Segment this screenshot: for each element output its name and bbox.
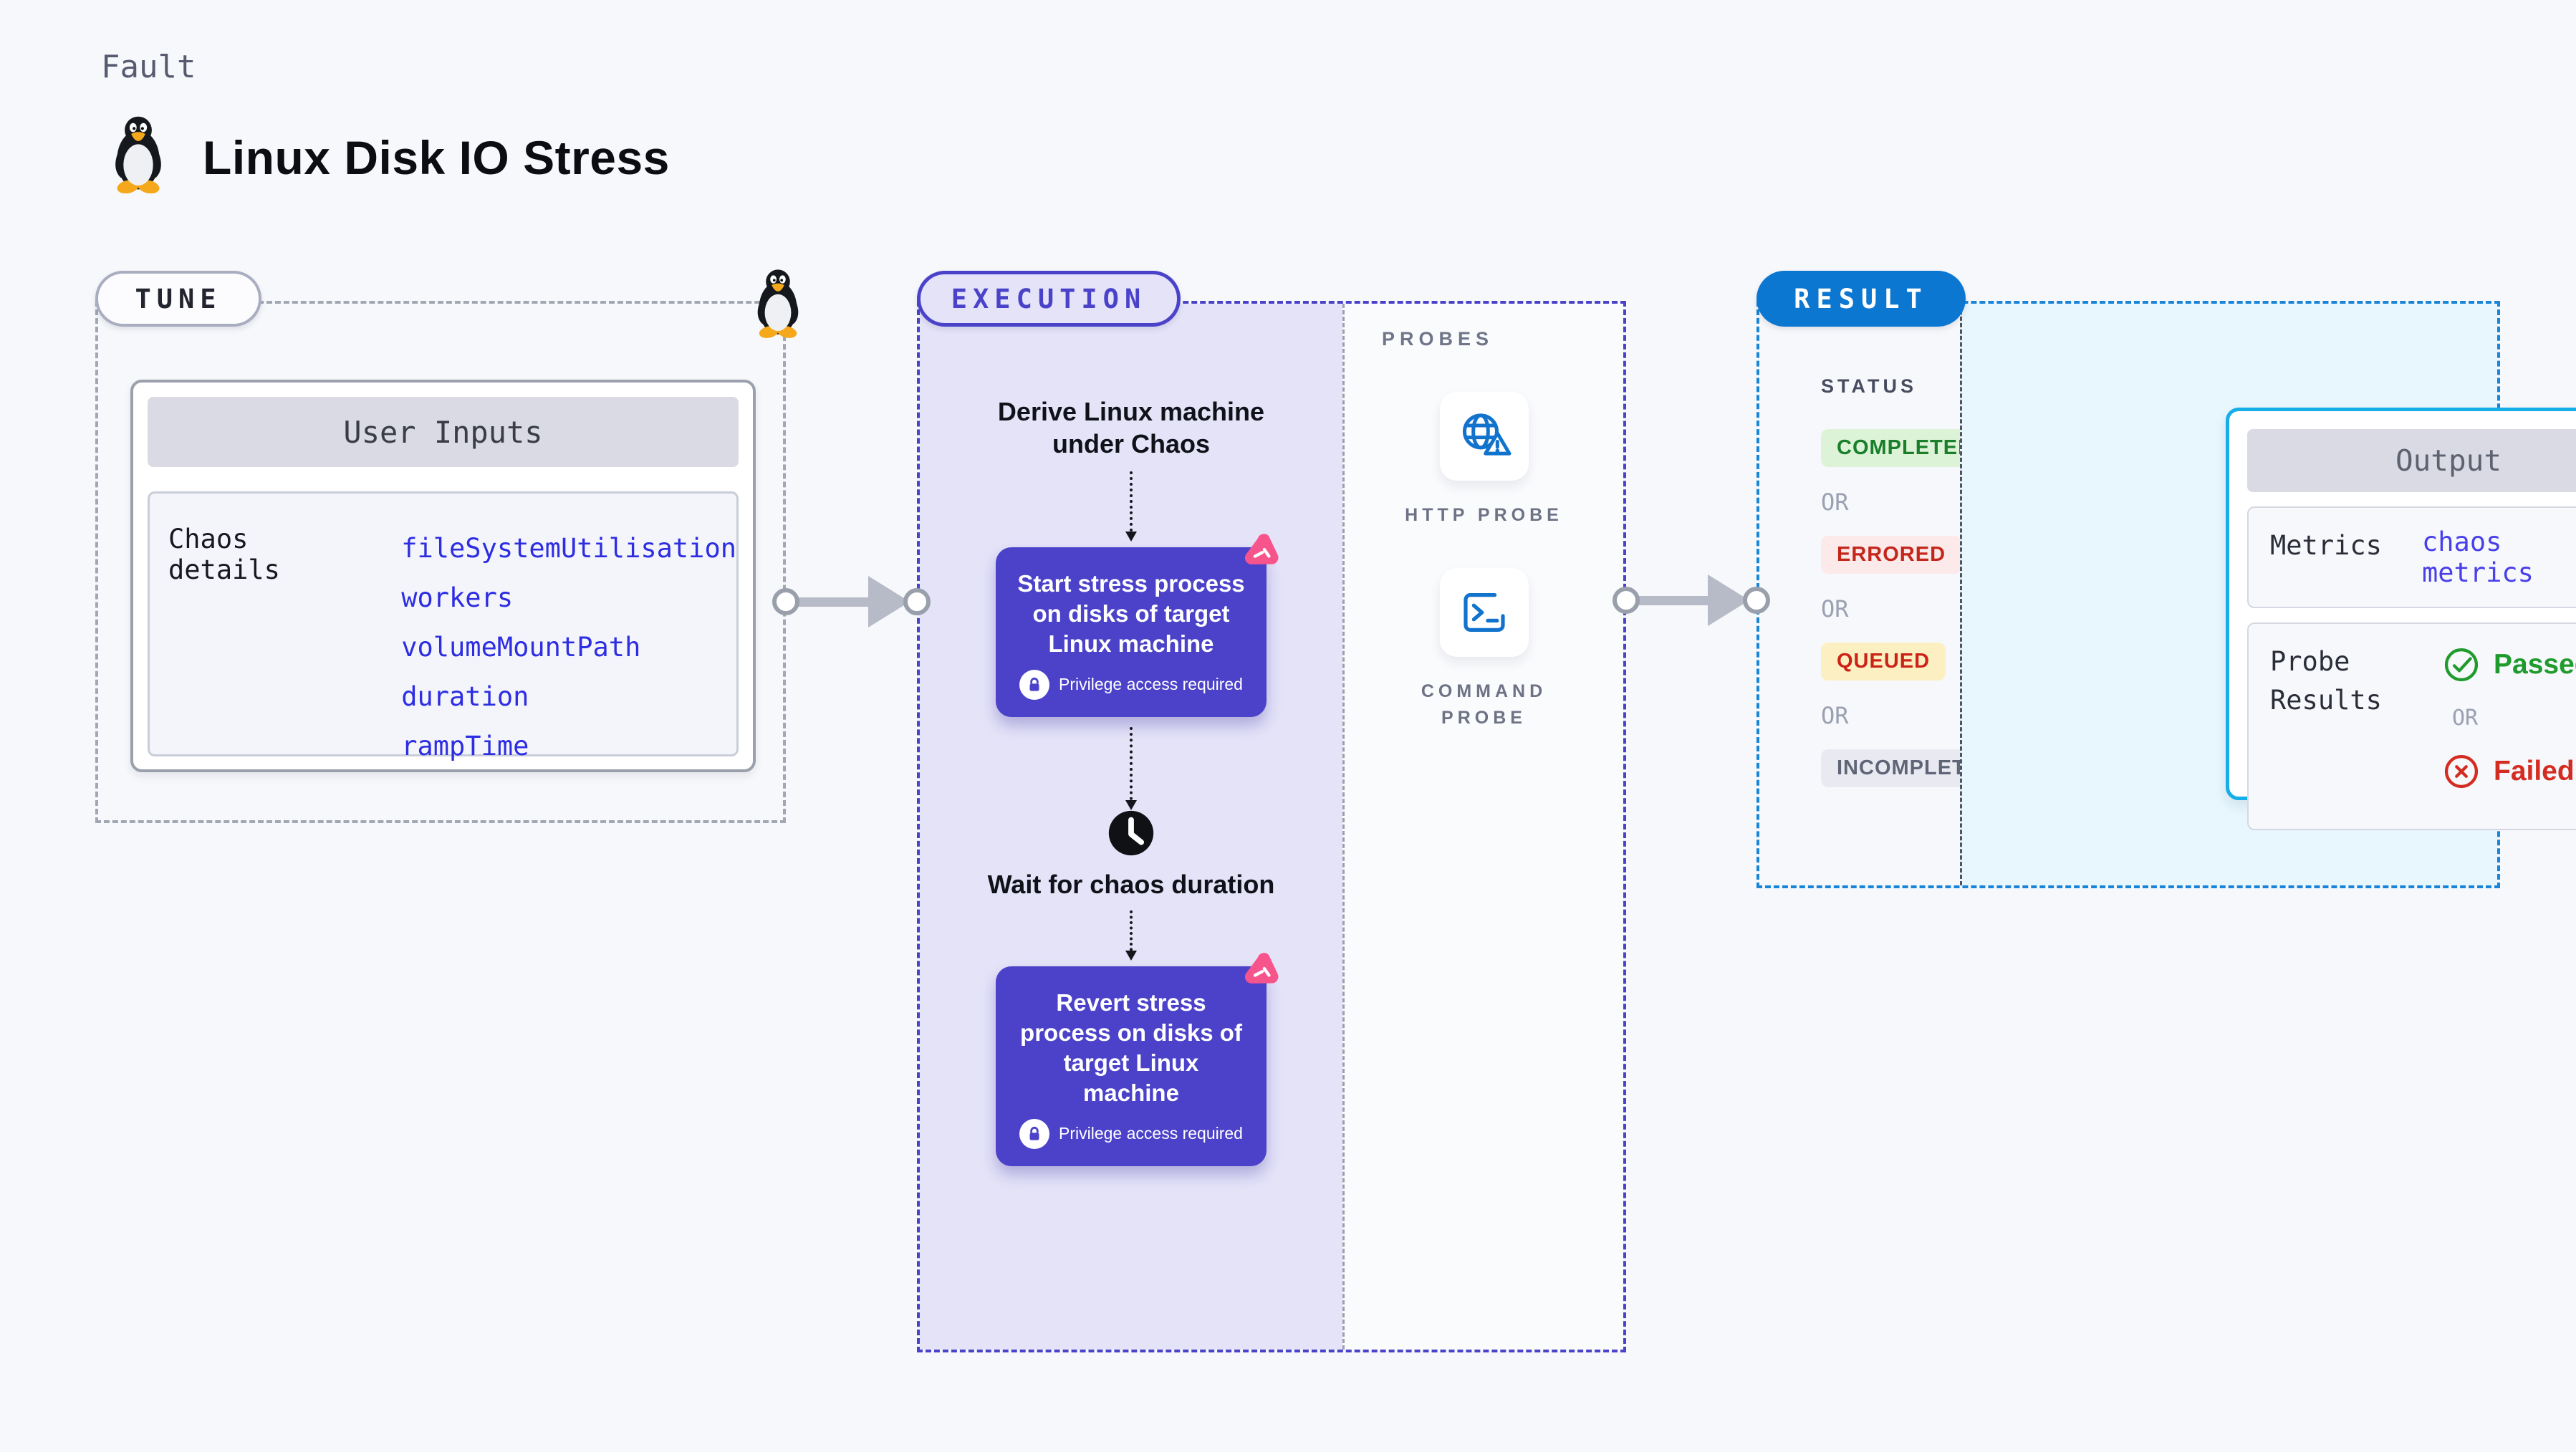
output-title: Output xyxy=(2247,429,2576,492)
page-title: Linux Disk IO Stress xyxy=(203,131,670,184)
fault-eyebrow-label: Fault xyxy=(101,49,196,85)
passed-label: Passed xyxy=(2494,649,2576,680)
tune-section-box xyxy=(95,301,786,823)
output-card: Output Metrics chaos metrics Probe Resul… xyxy=(2226,408,2576,830)
tunable-link-ramptime[interactable]: rampTime xyxy=(401,731,529,761)
privilege-label: Privilege access required xyxy=(1059,675,1243,694)
derive-step-label: Derive Linux machine under Chaos xyxy=(997,397,1265,458)
failed-label: Failed xyxy=(2494,756,2575,787)
execution-section-badge: EXECUTION xyxy=(917,271,1181,327)
revert-stress-node-label: Revert stress process on disks of target… xyxy=(1020,989,1242,1107)
x-circle-icon xyxy=(2444,754,2479,789)
tux-penguin-icon xyxy=(757,269,799,338)
user-inputs-title: User Inputs xyxy=(148,397,739,467)
tunable-link-duration[interactable]: duration xyxy=(401,681,529,712)
status-or-label: OR xyxy=(1821,595,1849,622)
user-inputs-card: User Inputs Chaos details fileSystemUtil… xyxy=(130,380,756,772)
flow-arrow-down-icon xyxy=(1125,910,1137,961)
execution-section-box: Derive Linux machine under Chaos Start s… xyxy=(917,301,1626,1352)
lock-icon xyxy=(1019,1118,1050,1149)
tunable-link-filesystemutilisation[interactable]: fileSystemUtilisation xyxy=(401,533,736,564)
tunable-link-volumemountpath[interactable]: volumeMountPath xyxy=(401,632,641,663)
probes-label: PROBES xyxy=(1382,328,1494,350)
probe-or-label: OR xyxy=(2452,706,2479,731)
tux-penguin-icon xyxy=(115,116,161,193)
failed-item: Failed xyxy=(2442,752,2576,791)
status-or-label: OR xyxy=(1821,489,1849,516)
result-section-badge: RESULT xyxy=(1756,271,1966,327)
start-stress-node-label: Start stress process on disks of target … xyxy=(1017,570,1245,658)
probe-results-row: Probe Results Passed OR xyxy=(2247,622,2576,830)
chaos-metrics-link[interactable]: chaos metrics xyxy=(2422,527,2534,588)
status-label: STATUS xyxy=(1821,375,1917,397)
clock-icon xyxy=(1107,809,1155,861)
check-circle-icon xyxy=(2444,648,2479,682)
litmus-chaos-icon xyxy=(1244,534,1279,564)
http-probe-label: HTTP PROBE xyxy=(1405,505,1563,525)
passed-item: Passed xyxy=(2442,645,2576,684)
privilege-row: Privilege access required xyxy=(1013,669,1249,700)
arrow-right-icon xyxy=(868,576,910,628)
result-section-box: STATUS COMPLETED OR ERRORED OR QUEUED OR… xyxy=(1756,301,2576,888)
command-probe-card[interactable] xyxy=(1439,568,1529,658)
flow-arrow-down-icon xyxy=(1125,726,1137,810)
command-probe-label: COMMAND PROBE xyxy=(1421,681,1547,728)
execution-flow-area: Derive Linux machine under Chaos Start s… xyxy=(920,304,1342,1350)
status-or-label: OR xyxy=(1821,702,1849,729)
flow-arrow-down-icon xyxy=(1125,471,1137,542)
probes-area: PROBES HTTP PROBE xyxy=(1342,304,1623,1350)
status-badge-queued: QUEUED xyxy=(1821,643,1946,681)
probe-results-label: Probe Results xyxy=(2270,646,2382,716)
revert-stress-node: Revert stress process on disks of target… xyxy=(996,953,1279,1166)
user-inputs-body: Chaos details fileSystemUtilisation work… xyxy=(148,491,739,761)
arrow-right-icon xyxy=(1708,574,1749,626)
privilege-row: Privilege access required xyxy=(1013,1118,1249,1149)
chaos-details-label: Chaos details xyxy=(168,524,280,585)
tunable-link-workers[interactable]: workers xyxy=(401,582,514,613)
terminal-icon xyxy=(1463,593,1505,633)
privilege-label: Privilege access required xyxy=(1059,1124,1243,1143)
result-output-area: Output Metrics chaos metrics Probe Resul… xyxy=(1960,304,2576,885)
http-probe-card[interactable] xyxy=(1439,392,1529,481)
lock-icon xyxy=(1019,669,1050,700)
tune-section-badge: TUNE xyxy=(95,271,261,327)
wait-step-label: Wait for chaos duration xyxy=(987,869,1275,899)
metrics-row: Metrics chaos metrics xyxy=(2247,506,2576,608)
litmus-chaos-icon xyxy=(1244,953,1279,984)
chaos-details-values: fileSystemUtilisation workers volumeMoun… xyxy=(401,524,736,761)
start-stress-node: Start stress process on disks of target … xyxy=(996,534,1279,717)
status-column: STATUS COMPLETED OR ERRORED OR QUEUED OR… xyxy=(1759,304,2012,885)
globe-alert-icon xyxy=(1462,413,1511,456)
status-badge-errored: ERRORED xyxy=(1821,536,1962,574)
probe-results-values: Passed OR Failed xyxy=(2442,643,2576,791)
metrics-label: Metrics xyxy=(2270,530,2382,561)
